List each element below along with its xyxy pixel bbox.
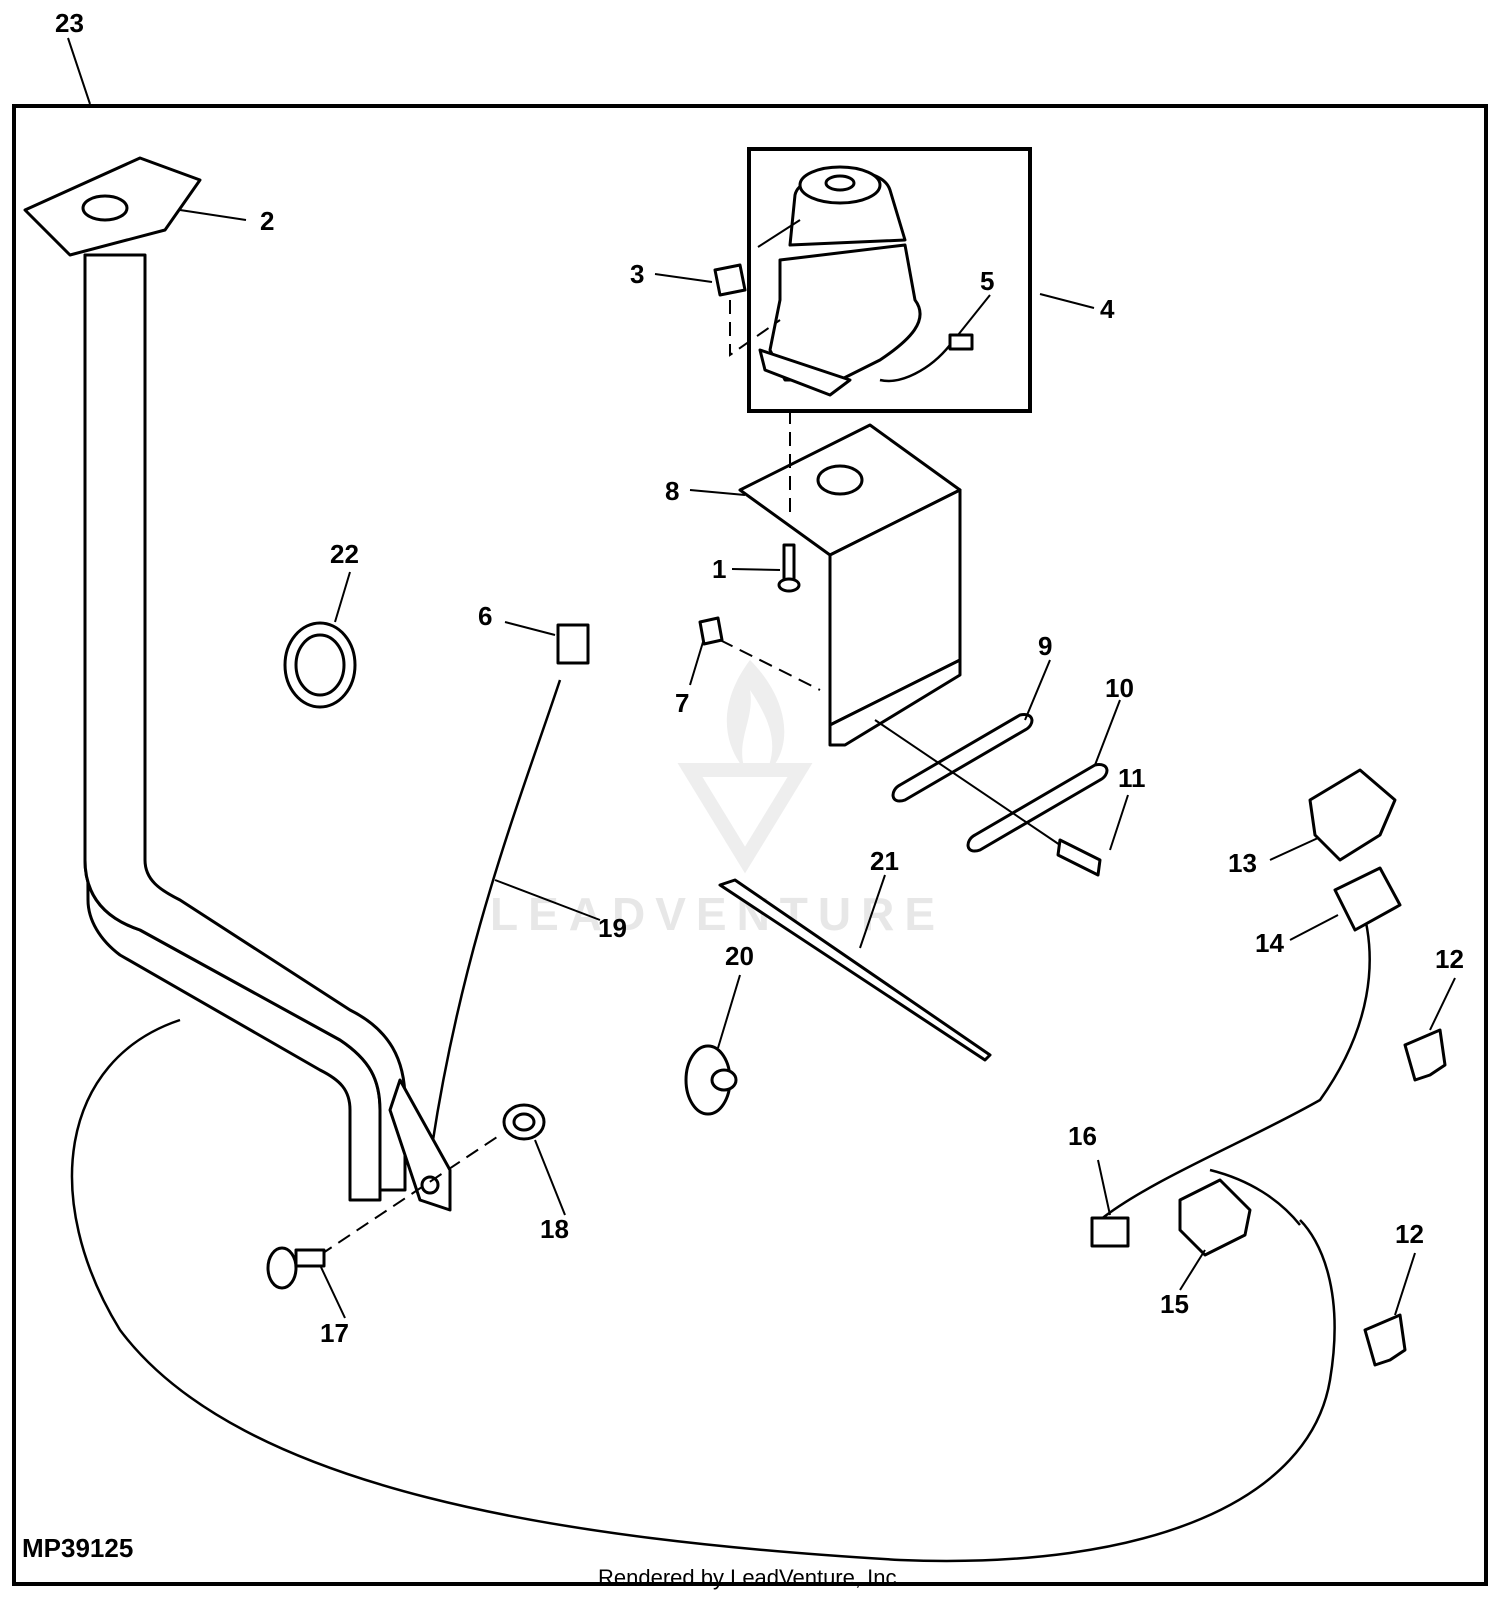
- kit-border: [12, 104, 1488, 1586]
- leader-lines: [67, 37, 1456, 1319]
- callout-17: 17: [320, 1318, 349, 1348]
- callout-8: 8: [665, 476, 679, 506]
- inset-box: [747, 147, 1032, 413]
- callout-16: 16: [1068, 1121, 1097, 1151]
- callout-3: 3: [630, 259, 644, 289]
- nut-7: [698, 616, 724, 646]
- watermark-text: LEADVENTURE: [490, 888, 945, 940]
- connector-16: [1090, 1216, 1130, 1248]
- bolt-17: [266, 1246, 326, 1290]
- bolt-1: [777, 543, 801, 593]
- callout-4: 4: [1100, 294, 1115, 324]
- nut-3: [713, 263, 747, 297]
- figure-code: MP39125: [22, 1533, 133, 1563]
- callout-19: 19: [598, 913, 627, 943]
- grommet-20: [684, 1044, 738, 1116]
- callout-5: 5: [980, 266, 994, 296]
- credit-text: Rendered by LeadVenture, Inc.: [598, 1565, 903, 1590]
- plate-9: [891, 713, 1034, 803]
- callout-12a: 12: [1435, 944, 1464, 974]
- callout-12b: 12: [1395, 1219, 1424, 1249]
- relay-13: [1308, 768, 1397, 862]
- callout-20: 20: [725, 941, 754, 971]
- bracket-8: [738, 423, 962, 747]
- callout-23: 23: [55, 8, 84, 38]
- clip-12b: [1363, 1313, 1407, 1367]
- callout-18: 18: [540, 1214, 569, 1244]
- ring-22: [283, 621, 357, 709]
- connector-15: [1178, 1178, 1252, 1257]
- socket-14: [1333, 866, 1402, 932]
- connector-6: [556, 623, 590, 665]
- callout-15: 15: [1160, 1289, 1189, 1319]
- watermark: LEADVENTURE: [490, 660, 945, 940]
- callout-11: 11: [1118, 763, 1146, 793]
- callout-1: 1: [712, 554, 726, 584]
- callout-labels: 23 2 3 4 5 8 1 6 7 9 10 11 13 14 12 12 1…: [55, 8, 1464, 1348]
- bushing-18: [502, 1103, 546, 1141]
- callout-10: 10: [1105, 673, 1134, 703]
- callout-22: 22: [330, 539, 359, 569]
- plate-10: [966, 763, 1109, 853]
- bolt-11: [1056, 838, 1102, 877]
- mount-tube: [23, 156, 452, 1212]
- callout-7: 7: [675, 688, 689, 718]
- callout-6: 6: [478, 601, 492, 631]
- callout-21: 21: [870, 846, 899, 876]
- harness-loop: [70, 679, 1336, 1563]
- callout-2: 2: [260, 206, 274, 236]
- antenna-21: [718, 878, 992, 1062]
- callout-9: 9: [1038, 631, 1052, 661]
- callout-14: 14: [1255, 928, 1284, 958]
- clip-12a: [1403, 1028, 1447, 1082]
- harness-branch: [1099, 899, 1371, 1226]
- callout-13: 13: [1228, 848, 1257, 878]
- beacon-4: [758, 165, 974, 397]
